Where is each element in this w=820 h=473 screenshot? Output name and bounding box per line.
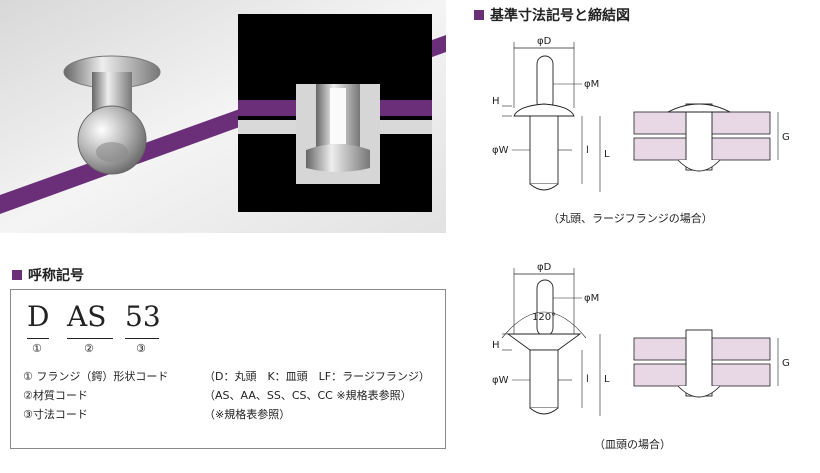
label-phi-w: φW: [492, 145, 509, 156]
cross-section-photo: [238, 14, 432, 212]
label-phi-m: φM: [584, 293, 599, 304]
designation-section-title: 呼称記号: [28, 268, 84, 284]
code-marker: ②: [84, 342, 94, 355]
label-h: H: [492, 96, 500, 107]
code-letter-flange: D: [27, 300, 50, 333]
designation-row-label: ① フランジ（鍔）形状コード: [23, 370, 169, 383]
code-letter-material: AS: [67, 300, 107, 333]
label-g: G: [782, 358, 790, 369]
label-phi-d: φD: [537, 36, 552, 47]
product-photo: [0, 0, 446, 233]
designation-row-label: ②材質コード: [23, 389, 88, 402]
designation-row-label: ③寸法コード: [23, 408, 88, 421]
label-g: G: [782, 132, 790, 143]
code-underline: [125, 338, 159, 339]
label-l-small: l: [586, 145, 589, 156]
code-letter-size: 53: [125, 300, 161, 333]
countersunk-head-drawing: φD φM 120° H φW l L G: [492, 262, 790, 416]
label-l-big: L: [604, 149, 610, 160]
label-l-small: l: [586, 374, 589, 385]
designation-section-heading: 呼称記号: [12, 265, 84, 285]
label-phi-w: φW: [492, 375, 509, 386]
label-l-big: L: [604, 374, 610, 385]
label-phi-d: φD: [537, 262, 552, 273]
designation-row-value: （D：丸頭 K：皿頭 LF：ラージフランジ）: [204, 370, 430, 383]
dimension-section-title: 基準寸法記号と締結図: [490, 8, 630, 24]
label-angle: 120°: [532, 312, 556, 323]
section-marker-icon: [474, 10, 484, 20]
countersunk-head-caption: （皿頭の場合）: [594, 438, 671, 451]
dome-head-caption: （丸頭、ラージフランジの場合）: [548, 212, 713, 225]
dome-head-drawing: φD φM H φW l L G: [492, 36, 790, 192]
dimension-section-heading: 基準寸法記号と締結図: [474, 5, 630, 25]
code-marker: ③: [136, 342, 146, 355]
designation-row-value: （※規格表参照）: [204, 408, 291, 421]
rivet-photo: [63, 55, 161, 175]
code-underline: [67, 338, 113, 339]
designation-box: D AS 53 ① ② ③ ① フランジ（鍔）形状コード （D：丸頭 K：皿頭 …: [10, 289, 446, 449]
code-underline: [27, 338, 49, 339]
label-phi-m: φM: [584, 79, 599, 90]
code-marker: ①: [32, 342, 42, 355]
section-marker-icon: [12, 270, 22, 280]
designation-row-value: （AS、AA、SS、CS、CC ※規格表参照）: [204, 389, 412, 402]
label-h: H: [492, 340, 500, 351]
